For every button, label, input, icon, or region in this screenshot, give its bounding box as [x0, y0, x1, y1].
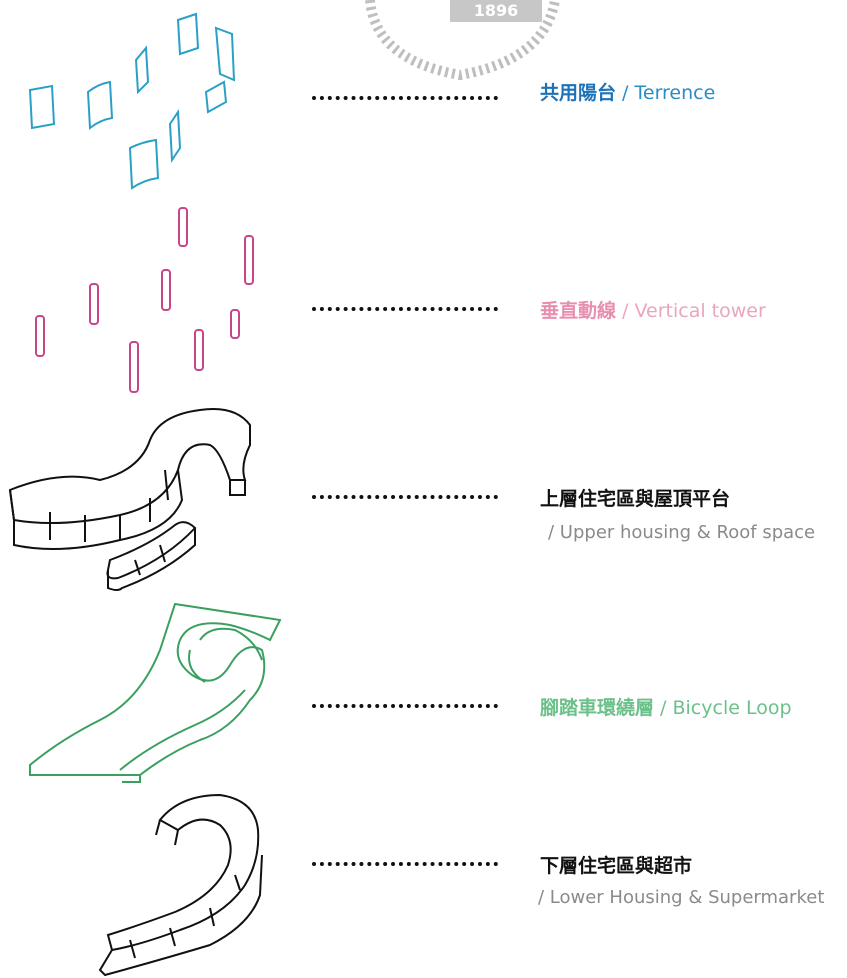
- university-seal-watermark: 1896: [365, 0, 560, 81]
- terrace-panels: [28, 12, 236, 190]
- upper-housing-volume: [8, 408, 251, 591]
- leader-line-upper-housing: [312, 495, 498, 499]
- label-vertical-tower: 垂直動線 / Vertical tower: [540, 300, 766, 322]
- label-lower-housing: 下層住宅區與超市: [540, 855, 693, 877]
- lower-housing-volume: [98, 793, 263, 977]
- label-upper-housing: 上層住宅區與屋頂平台: [540, 488, 731, 510]
- label-bicycle-loop: 腳踏車環繞層 / Bicycle Loop: [540, 697, 792, 719]
- label-upper-housing-en: / Upper housing & Roof space: [548, 522, 816, 543]
- leader-line-vertical-tower: [312, 307, 498, 311]
- vertical-towers: [35, 207, 254, 393]
- leader-line-bicycle-loop: [312, 704, 498, 708]
- svg-text:1896: 1896: [474, 1, 519, 20]
- bicycle-loop-volume: [29, 602, 282, 783]
- leader-line-terrace: [312, 96, 498, 100]
- label-lower-housing-en: / Lower Housing & Supermarket: [538, 887, 825, 908]
- label-terrace: 共用陽台 / Terrence: [540, 82, 716, 104]
- leader-line-lower-housing: [312, 862, 498, 866]
